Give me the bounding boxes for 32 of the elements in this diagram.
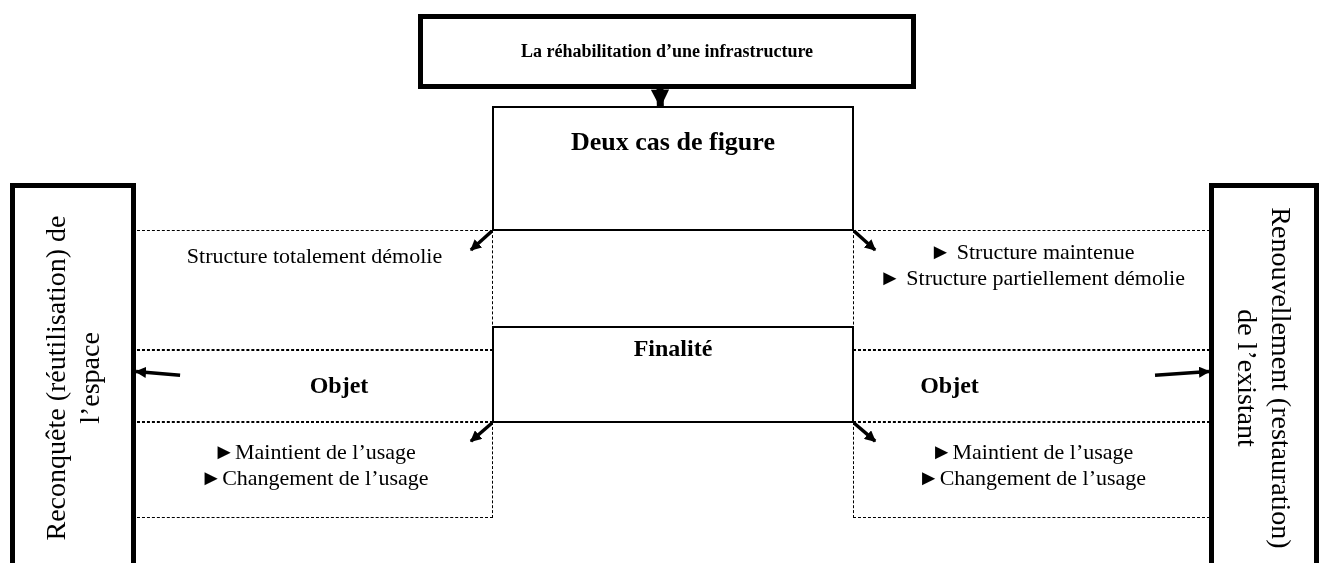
heading: Objet [920, 371, 979, 400]
text-label: ► Structure maintenue [929, 239, 1135, 266]
vertical-label: Reconquête (réutilisation) de l’espace [39, 214, 106, 543]
vertical-label: Renouvellement (restauration) de l’existant [1231, 206, 1298, 551]
text-label: ►Changement de l’usage [917, 465, 1147, 492]
arrow [1154, 366, 1211, 378]
arrow [469, 421, 494, 443]
dashed-box [853, 422, 1210, 518]
process-box [492, 326, 854, 423]
title-box [418, 14, 916, 89]
side-box [1209, 183, 1319, 563]
dashed-box [853, 230, 1210, 350]
dashed-box [137, 422, 493, 518]
arrow [134, 366, 181, 378]
arrow [469, 229, 494, 252]
heading: Objet [309, 371, 369, 400]
text-label: ►Maintient de l’usage [930, 439, 1134, 466]
process-box [492, 106, 854, 231]
arrow [852, 421, 877, 443]
arrow [650, 88, 670, 108]
heading: La réhabilitation d’une infrastructure [520, 41, 814, 63]
dashed-band [137, 350, 493, 422]
side-box [10, 183, 136, 563]
heading: Deux cas de figure [571, 126, 775, 158]
text-label: ►Maintient de l’usage [213, 439, 416, 466]
dashed-box [137, 230, 493, 350]
text-label: Structure totalement démolie [186, 243, 443, 270]
arrow [852, 229, 877, 252]
text-label: ►Changement de l’usage [200, 465, 429, 492]
dashed-band [853, 350, 1210, 422]
heading: Finalité [633, 334, 713, 363]
text-label: ► Structure partiellement démolie [879, 265, 1185, 292]
